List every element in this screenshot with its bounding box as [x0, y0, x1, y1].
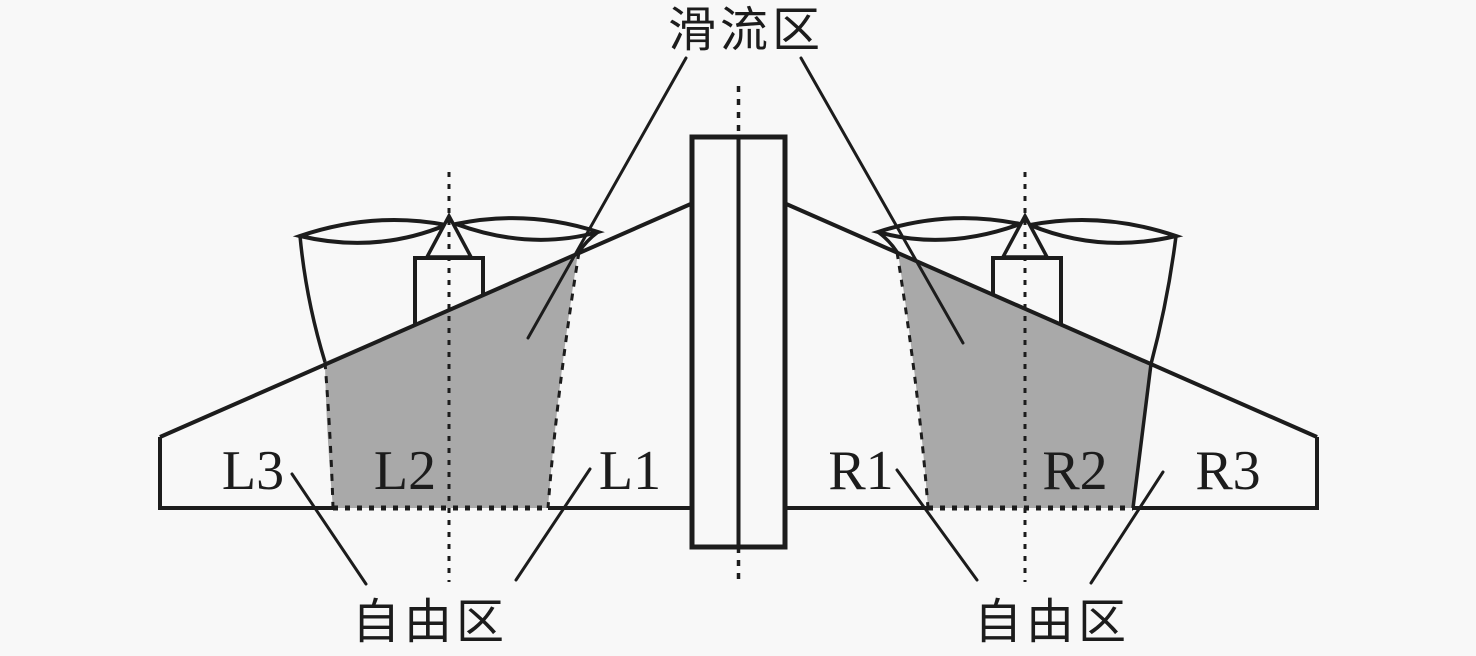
- free-zone-left-callout-to-l3: [290, 472, 368, 586]
- right-propeller-right-blade: [1023, 218, 1184, 245]
- slipstream-callout-line-right: [799, 56, 965, 345]
- right-slipstream-boundary-inboard-dashed: [895, 251, 930, 509]
- wing-section-label-r2: R2: [1042, 440, 1107, 502]
- slipstream-callout-line-left: [526, 56, 688, 340]
- right-wing-leading-edge: [783, 201, 1318, 439]
- wing-section-label-r1: R1: [828, 440, 893, 502]
- wing-section-label-l1: L1: [599, 440, 661, 502]
- wing-section-label-r3: R3: [1195, 440, 1260, 502]
- free-zone-right-callout-to-r3: [1089, 470, 1165, 585]
- left-slipstream-region: [325, 253, 578, 508]
- left-wing-leading-edge: [159, 201, 694, 439]
- free-zone-label-left: 自由区: [352, 596, 508, 649]
- slipstream-zone-label: 滑流区: [668, 4, 824, 57]
- left-slipstream-boundary-outboard-solid: [298, 235, 327, 363]
- free-zone-label-right: 自由区: [974, 596, 1130, 649]
- left-slipstream-boundary-outboard-dashed: [323, 361, 335, 509]
- wing-section-label-l2: L2: [374, 440, 436, 502]
- left-slipstream-boundary-inboard-dashed: [546, 251, 581, 509]
- free-zone-left-callout-to-l1: [514, 467, 592, 582]
- left-propeller-left-blade: [292, 218, 453, 245]
- free-zone-right-callout-to-r1: [895, 468, 979, 582]
- right-slipstream-boundary-outboard: [1131, 235, 1178, 509]
- left-propeller-right-blade: [448, 216, 605, 242]
- wing-section-label-l3: L3: [222, 440, 284, 502]
